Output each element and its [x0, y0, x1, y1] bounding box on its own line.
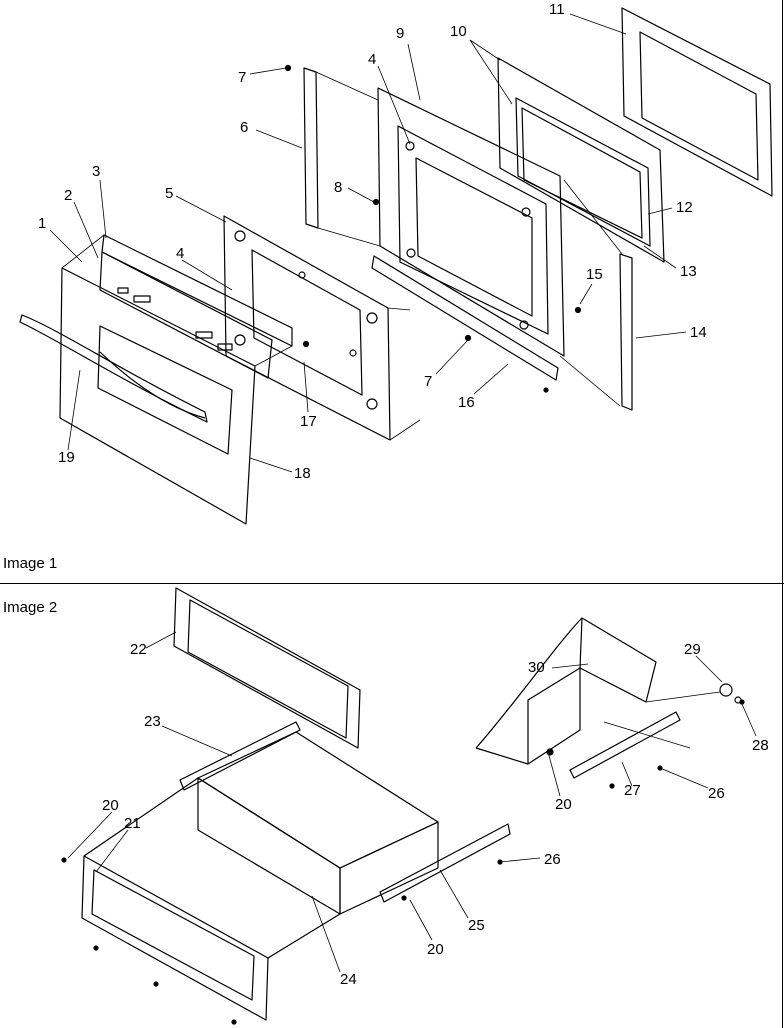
callout-9: 9 [396, 25, 405, 42]
callout-20b: 20 [427, 941, 444, 958]
callout-11: 11 [549, 1, 565, 18]
fasteners [61, 64, 745, 1025]
callout-2: 2 [64, 187, 73, 204]
callout-29: 29 [684, 641, 701, 658]
panel-label-image-2: Image 2 [3, 599, 58, 616]
callout-18: 18 [294, 465, 311, 482]
callout-13: 13 [680, 263, 697, 280]
callout-26b: 26 [708, 785, 725, 802]
callout-16: 16 [458, 394, 475, 411]
callout-27: 27 [624, 782, 641, 799]
callout-4: 4 [176, 245, 185, 262]
outer-door-panel [59, 267, 256, 525]
door-handle [19, 314, 208, 423]
panel-label-image-1: Image 1 [3, 555, 58, 572]
callout-14: 14 [690, 324, 707, 341]
callout-5: 5 [165, 185, 174, 202]
callout-7b: 7 [424, 373, 433, 390]
drawer-body [197, 731, 439, 915]
callout-6: 6 [240, 119, 249, 136]
callout-19: 19 [58, 449, 75, 466]
alignment-lines [61, 71, 623, 441]
detail-bracket [475, 617, 657, 765]
callout-10: 10 [450, 23, 467, 40]
callout-leaders [49, 13, 757, 973]
detail-roller [719, 683, 742, 704]
callout-3: 3 [92, 163, 101, 180]
drawer-rail-right [379, 823, 511, 903]
callout-21: 21 [124, 815, 141, 832]
right-border [782, 0, 783, 1028]
detail-rail [569, 711, 681, 779]
panel-divider [0, 583, 784, 584]
callout-17: 17 [300, 413, 317, 430]
callout-22: 22 [130, 641, 147, 658]
callout-20: 20 [102, 797, 119, 814]
callout-30: 30 [528, 659, 545, 676]
callout-28: 28 [752, 737, 769, 754]
callout-20c: 20 [555, 796, 572, 813]
side-trim-right [619, 253, 633, 411]
bottom-strip [371, 255, 559, 381]
callout-4b: 4 [368, 51, 377, 68]
callout-25: 25 [468, 917, 485, 934]
callout-24: 24 [340, 971, 357, 988]
callout-7: 7 [238, 69, 247, 86]
drawer-rail-left [179, 721, 301, 791]
alignment-lines-2 [603, 691, 721, 749]
drawer-front [81, 777, 341, 1021]
window-frame [621, 7, 773, 197]
callout-15: 15 [586, 266, 603, 283]
callout-23: 23 [144, 713, 161, 730]
callout-8: 8 [334, 179, 343, 196]
drawer-back-panel [173, 587, 361, 749]
side-trim-left [303, 67, 319, 229]
callout-1: 1 [38, 215, 47, 232]
window-pack [497, 57, 665, 263]
callout-26: 26 [544, 851, 561, 868]
callout-12: 12 [676, 199, 693, 216]
door-liner [377, 87, 565, 357]
